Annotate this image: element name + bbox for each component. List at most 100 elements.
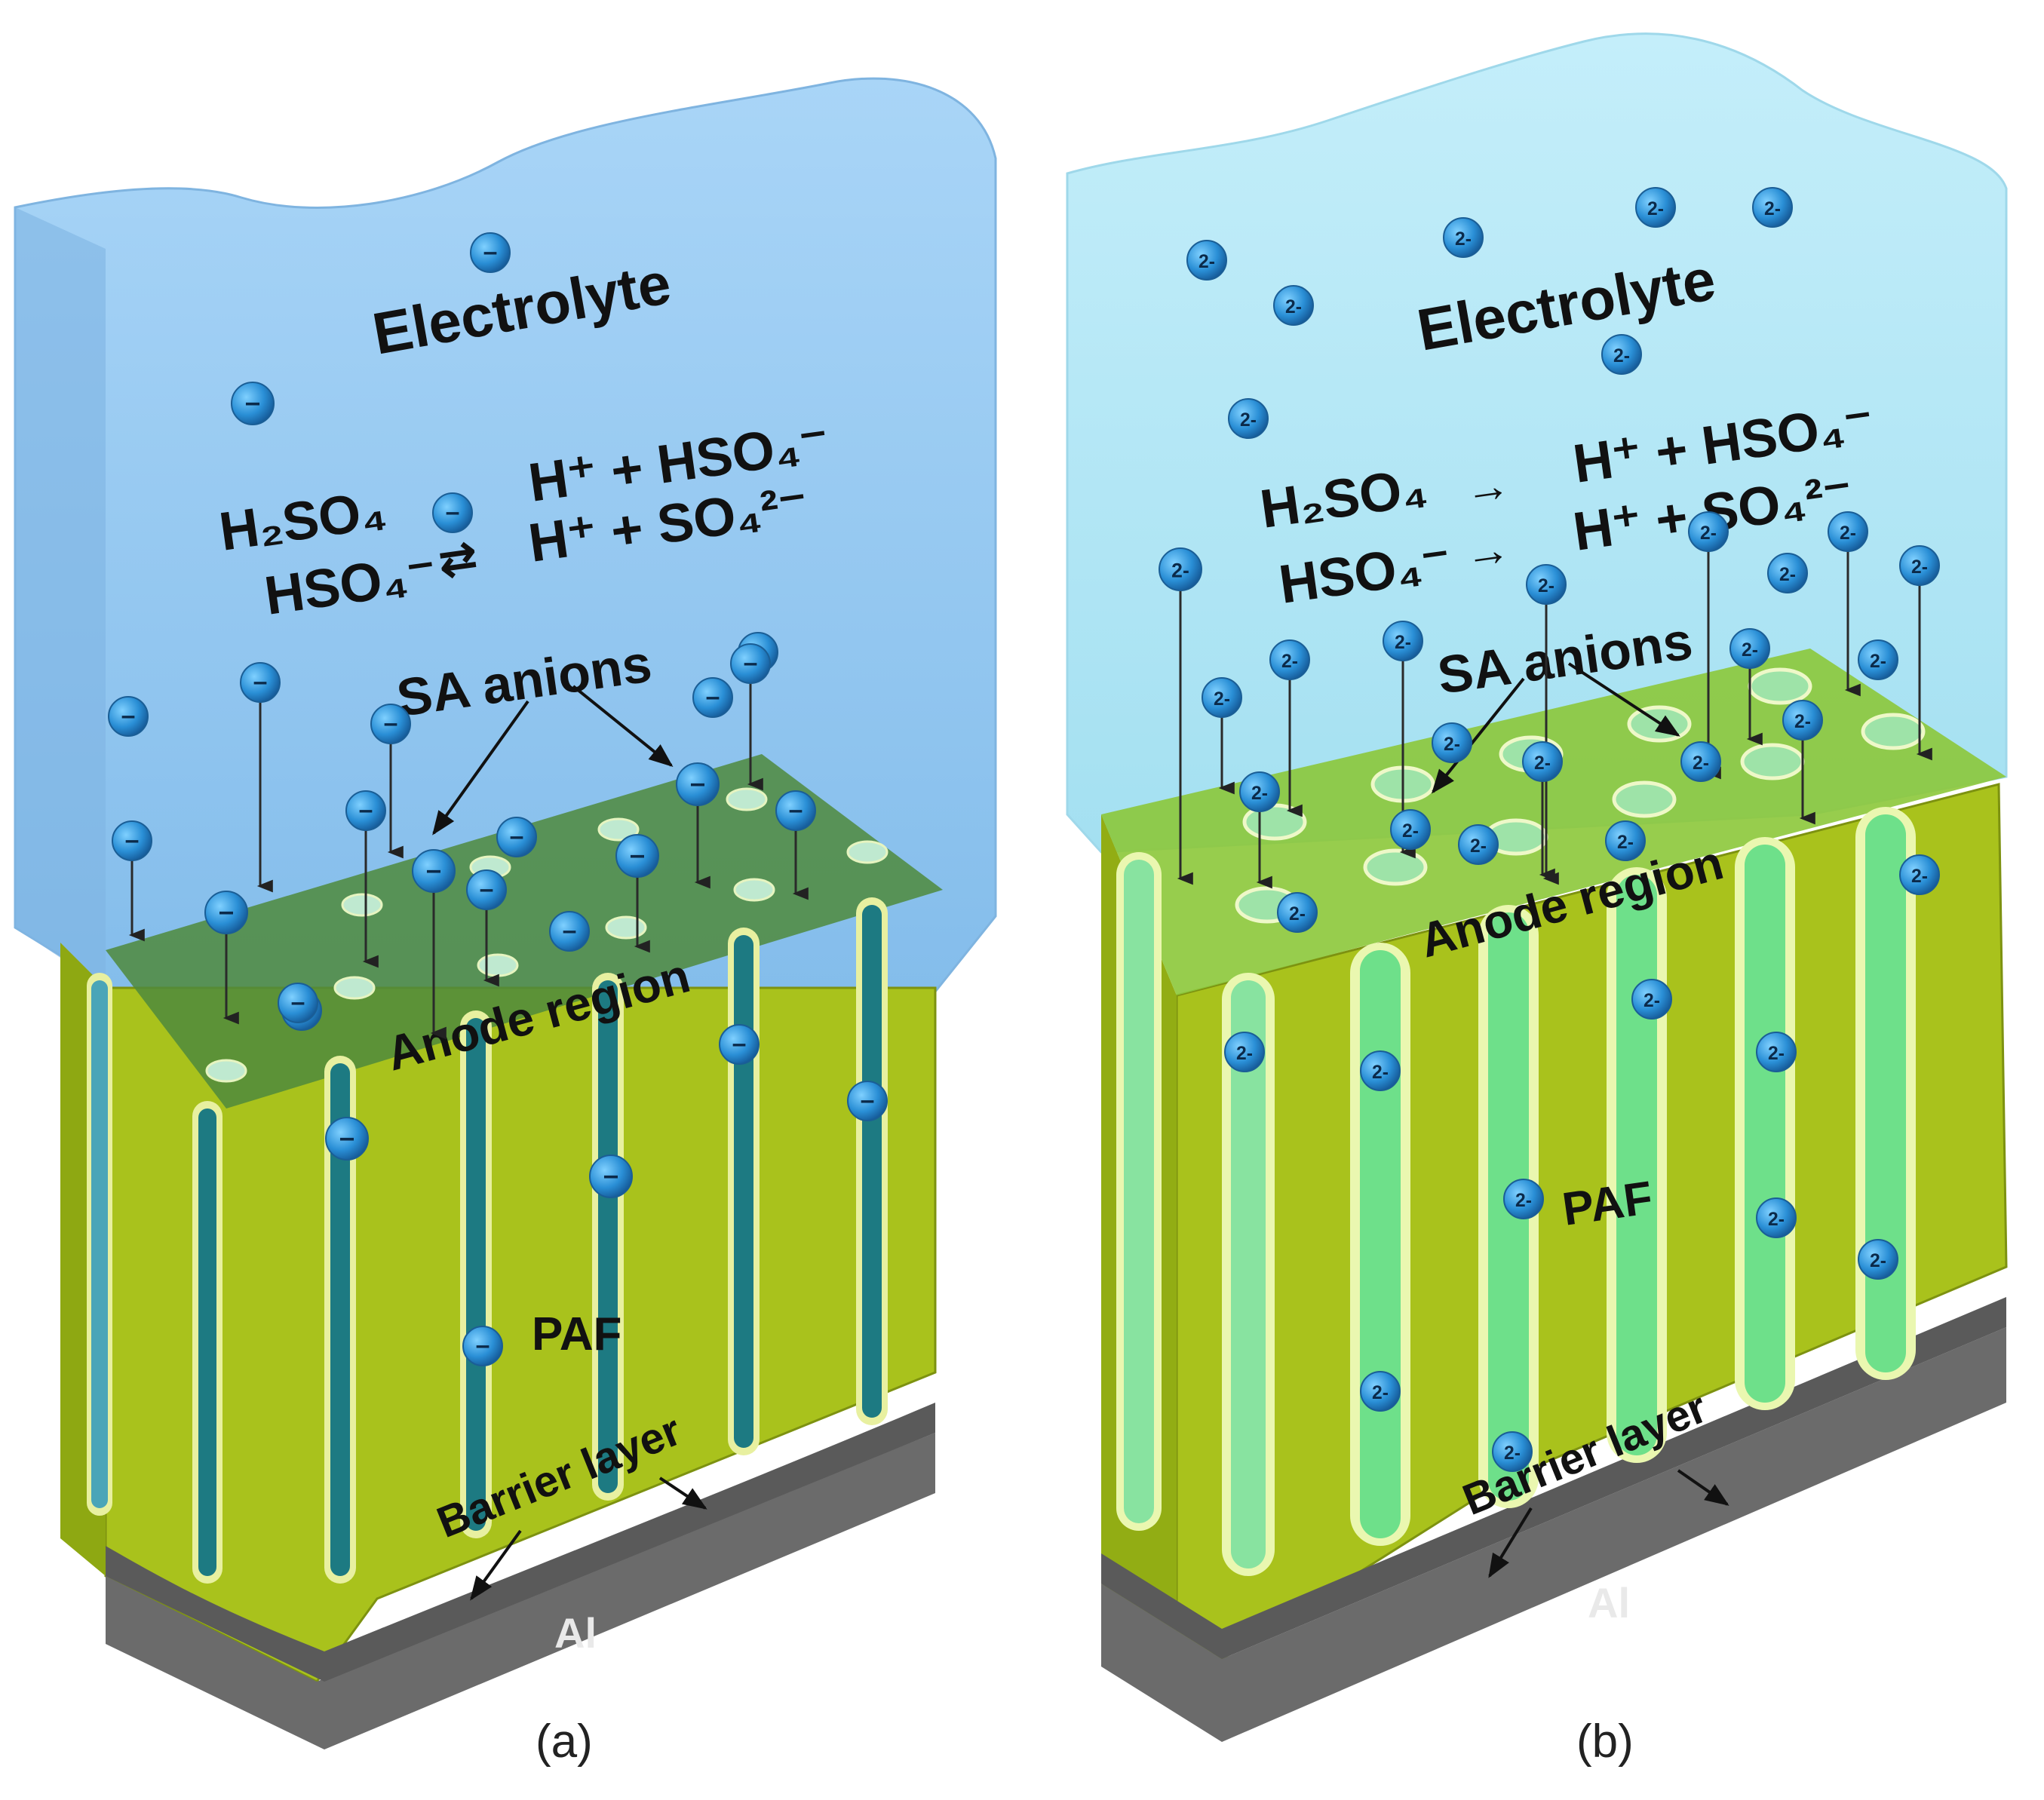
ion-charge: 2- [1768, 1044, 1785, 1064]
ion-sphere [1688, 511, 1729, 552]
ion-sphere [204, 891, 248, 934]
ion-sphere [1526, 564, 1567, 605]
ion-charge: 2- [1470, 836, 1487, 857]
opening-b [1861, 713, 1926, 750]
ion-sphere [278, 983, 318, 1023]
ion-charge: – [603, 1160, 618, 1191]
pore-b-2-inner [1360, 950, 1401, 1538]
ion: 2- [1522, 741, 1563, 882]
pore-a-4-inner [598, 980, 618, 1493]
ion: 2- [1899, 545, 1940, 761]
sa-arrow-b-2 [1567, 662, 1680, 737]
ion-charge: 2- [1281, 652, 1298, 672]
ion: – [231, 382, 275, 425]
ion: – [719, 1024, 760, 1065]
ion-sphere [1752, 187, 1793, 228]
ion-charge: 2- [1779, 565, 1796, 585]
pore-a-3-inner [466, 1018, 486, 1531]
al-label-b: Al [1588, 1579, 1630, 1627]
barrier-arrow-b-1 [1488, 1507, 1533, 1578]
ion: – [615, 834, 659, 953]
pores-b [1116, 807, 1916, 1576]
opening-b [1748, 667, 1812, 705]
ion-sphere [112, 820, 152, 861]
ion-sphere [1202, 677, 1242, 718]
ion-sphere [549, 911, 590, 952]
ion-charge: 2- [1395, 633, 1411, 653]
pore-b-5-inner [1745, 845, 1785, 1403]
ion-sphere [240, 662, 281, 703]
ion-charge: – [245, 387, 260, 418]
ion-charge: – [732, 1029, 747, 1058]
ion: 2- [1273, 285, 1314, 326]
ion-charge: 2- [1171, 560, 1189, 582]
ion: – [775, 790, 816, 900]
ion: – [462, 1326, 503, 1366]
ion: 2- [1224, 1032, 1265, 1072]
ion-charge: – [219, 896, 234, 927]
ion-charge: – [744, 649, 758, 677]
ion-charge: 2- [1538, 576, 1554, 596]
ion-sphere [1492, 1431, 1533, 1472]
ion-sphere [775, 790, 816, 831]
opening-b [1363, 848, 1428, 886]
ion-charge: 2- [1236, 1044, 1253, 1064]
ion-charge: – [384, 709, 398, 737]
pore-a-1-inner [198, 1109, 216, 1576]
sa-arrow-a-2 [572, 685, 674, 768]
ion-charge: – [291, 988, 305, 1017]
ion: 2- [1159, 547, 1202, 885]
ion-sphere [1390, 809, 1431, 850]
ion-charge: 2- [1504, 1443, 1521, 1464]
ion-charge: – [706, 682, 720, 711]
ion: – [325, 1117, 369, 1161]
ion-sphere [325, 1117, 369, 1161]
ion: 2- [1277, 892, 1318, 933]
ion: – [692, 677, 733, 718]
sa-arrow-b-1 [1432, 677, 1525, 794]
ion: 2- [1756, 1197, 1797, 1238]
ion-sphere [1635, 187, 1676, 228]
ion: 2- [1729, 628, 1770, 746]
al-top-b [1101, 1297, 2006, 1659]
ion-sphere [676, 762, 720, 806]
ion-sphere [345, 790, 386, 831]
ion-charge: – [563, 916, 577, 945]
ion-charge: – [630, 839, 645, 870]
ion: 2- [1526, 564, 1567, 885]
ion: 2- [1202, 677, 1242, 795]
opening-a [477, 953, 519, 977]
ion-charge: 2- [1402, 821, 1419, 842]
ion: 2- [1228, 398, 1269, 439]
ion-sphere [1729, 628, 1770, 669]
ion-sphere [1522, 741, 1563, 782]
ion-charge: – [339, 1122, 354, 1153]
ion: – [204, 891, 248, 1025]
ion-sphere [1782, 700, 1823, 741]
ion-sphere [1273, 285, 1314, 326]
ion-sphere [1899, 854, 1940, 895]
ion: 2- [1269, 639, 1310, 817]
opening-a [333, 976, 376, 1000]
ion-sphere [1631, 979, 1672, 1020]
ion: 2- [1688, 511, 1729, 780]
ion: 2- [1360, 1050, 1401, 1091]
ion-charge: – [125, 826, 140, 854]
ion-charge: 2- [1444, 734, 1460, 755]
pore-b-1-inner [1231, 980, 1266, 1568]
barrier-arrow-a-1 [470, 1529, 522, 1601]
ion: – [278, 983, 318, 1023]
ion-sphere [108, 696, 149, 737]
ion-charge: 2- [1240, 410, 1257, 431]
ion-sphere [1680, 741, 1721, 782]
ion: – [496, 817, 537, 857]
ion-sphere [847, 1081, 888, 1121]
ion: – [370, 704, 411, 859]
ion-sphere [730, 643, 771, 684]
opening-a [597, 817, 640, 842]
ion: – [589, 1155, 633, 1198]
ion: 2- [1782, 700, 1823, 825]
ion-sphere [1858, 639, 1898, 680]
ion: – [466, 869, 507, 987]
ion-charge: – [690, 768, 705, 799]
